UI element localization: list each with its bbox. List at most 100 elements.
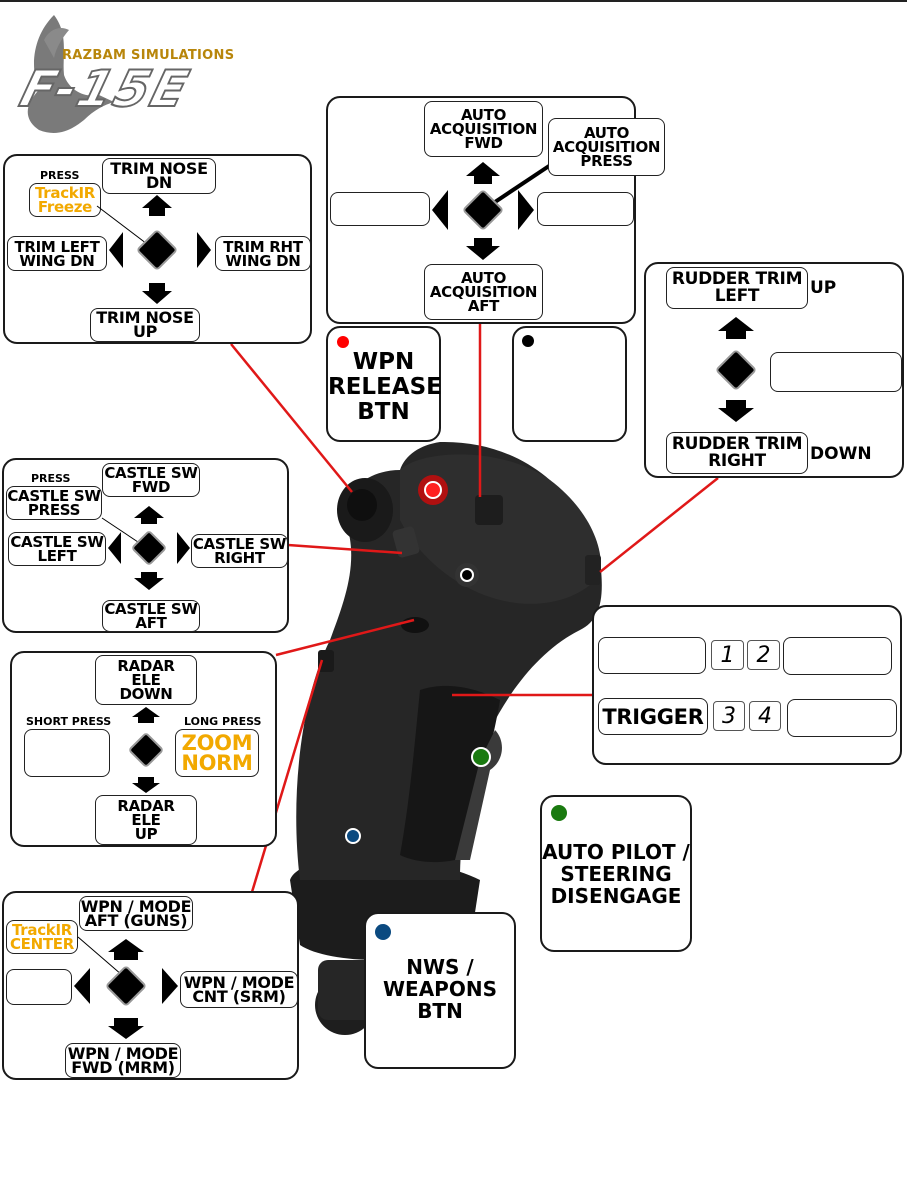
leader-line-wpn-mode [250,659,324,893]
hat-center-icon[interactable] [463,190,503,230]
brand-text: RAZBAM SIMULATIONS [62,48,235,63]
trigger-stage-1: 1 [711,640,744,670]
autopilot-label[interactable]: AUTO PILOT / STEERING DISENGAGE [542,840,690,908]
radar-short-label[interactable] [24,729,110,777]
castle-sw-panel: PRESS CASTLE SW PRESS CASTLE SW FWD CAST… [2,458,289,633]
arrow-left-icon [108,532,121,564]
trim-press-caption: PRESS [40,169,80,182]
castle-press-caption: PRESS [31,472,71,485]
castle-down-label[interactable]: CASTLE SW AFT [102,600,200,632]
radar-long-label[interactable]: ZOOM NORM [175,729,259,777]
arrow-left-icon [109,232,123,268]
radar-down-label[interactable]: RADAR ELE UP [95,795,197,845]
trigger-row1-right[interactable] [783,637,892,675]
hat-center-icon[interactable] [106,966,146,1006]
radar-up-label[interactable]: RADAR ELE DOWN [95,655,197,705]
wpn-release-label[interactable]: WPN RELEASE BTN [328,349,442,425]
hat-center-icon[interactable] [137,230,177,270]
auto-acq-up-label[interactable]: AUTO ACQUISITION FWD [424,101,543,157]
arrow-down-icon [142,283,172,304]
auto-acq-hat-glyph [432,158,560,260]
trim-up-label[interactable]: TRIM NOSE DN [102,158,216,194]
trigger-label[interactable]: TRIGGER [598,698,708,735]
arrow-down-icon [466,238,500,260]
wpn-mode-down-label[interactable]: WPN / MODE FWD (MRM) [65,1043,181,1078]
hat-center-icon[interactable] [716,350,756,390]
hat-center-icon[interactable] [132,531,166,565]
trim-down-label[interactable]: TRIM NOSE UP [90,308,200,342]
auto-acq-right-label[interactable] [537,192,634,226]
leader-line-castle [287,543,403,555]
nws-label[interactable]: NWS / WEAPONS BTN [382,955,497,1023]
nws-button-marker [345,828,361,844]
top-border [0,0,907,2]
trim-hat-panel: PRESS TrackIR Freeze TRIM NOSE DN TRIM L… [3,154,312,344]
arrow-down-icon [132,777,160,793]
auto-acq-press-label[interactable]: AUTO ACQUISITION PRESS [548,118,665,176]
nws-panel: NWS / WEAPONS BTN [364,912,516,1069]
trim-right-label[interactable]: TRIM RHT WING DN [215,236,311,271]
radar-short-caption: SHORT PRESS [26,715,112,728]
wpn-mode-up-label[interactable]: WPN / MODE AFT (GUNS) [79,896,193,931]
castle-up-label[interactable]: CASTLE SW FWD [102,463,200,497]
black-dot-icon [522,335,534,347]
rudder-down-caption: DOWN [810,444,872,464]
wpn-mode-panel: WPN / MODE AFT (GUNS) TrackIR CENTER WPN… [2,891,299,1080]
castle-right-label[interactable]: CASTLE SW RIGHT [191,534,288,568]
trigger-stage-3: 3 [713,701,745,731]
trigger-panel: 1 2 TRIGGER 3 4 [592,605,902,765]
radar-long-caption: LONG PRESS [184,715,262,728]
arrow-down-icon [108,1018,144,1039]
trigger-row2-right[interactable] [787,699,897,737]
arrow-right-icon [177,532,190,564]
auto-acq-panel: AUTO ACQUISITION FWD AUTO ACQUISITION AF… [326,96,636,324]
autopilot-paddle-marker [471,747,491,767]
castle-left-label[interactable]: CASTLE SW LEFT [8,532,106,566]
leader-lines [230,322,719,893]
trigger-row1-left[interactable] [598,637,706,674]
wpn-mode-right-label[interactable]: WPN / MODE CNT (SRM) [180,971,298,1008]
wpn-mode-hat-glyph [74,936,178,1039]
rudder-trim-panel: RUDDER TRIM LEFT UP RUDDER TRIM RIGHT DO… [644,262,904,478]
arrow-up-icon [134,506,164,524]
trigger-stage-2: 2 [747,640,780,670]
arrow-left-icon [74,968,90,1004]
black-button-marker [460,568,474,582]
arrow-down-icon [134,572,164,590]
arrow-right-icon [197,232,211,268]
auto-acq-left-label[interactable] [330,192,430,226]
hat-center-icon[interactable] [129,733,163,767]
auto-acq-down-label[interactable]: AUTO ACQUISITION AFT [424,264,543,320]
castle-hat-glyph [101,506,190,590]
arrow-down-icon [718,400,754,422]
rudder-up-caption: UP [810,278,837,298]
castle-press-label[interactable]: CASTLE SW PRESS [6,486,102,520]
trim-hat-glyph [96,195,211,304]
black-button-panel [512,326,627,442]
red-dot-icon [337,336,349,348]
green-dot-icon [551,805,567,821]
rudder-hat-glyph [716,317,756,422]
autopilot-panel: AUTO PILOT / STEERING DISENGAGE [540,795,692,952]
leader-line-rudder [599,477,719,573]
rudder-up-label[interactable]: RUDDER TRIM LEFT [666,267,808,309]
logo: RAZBAM SIMULATIONS F-15E [13,10,244,140]
arrow-right-icon [518,190,534,230]
radar-ele-panel: RADAR ELE DOWN SHORT PRESS LONG PRESS ZO… [10,651,277,847]
blue-dot-icon [375,924,391,940]
rudder-press-label[interactable] [770,352,902,392]
arrow-up-icon [466,162,500,184]
leader-line-radar [275,618,415,657]
leader-line-trim [230,343,353,493]
trim-left-label[interactable]: TRIM LEFT WING DN [7,236,107,271]
arrow-up-icon [132,707,160,723]
arrow-left-icon [432,190,448,230]
arrow-up-icon [108,939,144,960]
arrow-right-icon [162,968,178,1004]
rudder-down-label[interactable]: RUDDER TRIM RIGHT [666,432,808,474]
radar-hat-glyph [129,707,163,793]
wpn-mode-left-label[interactable] [6,969,72,1005]
trim-press-label[interactable]: TrackIR Freeze [29,183,101,217]
wpn-mode-press-label[interactable]: TrackIR CENTER [6,920,78,954]
